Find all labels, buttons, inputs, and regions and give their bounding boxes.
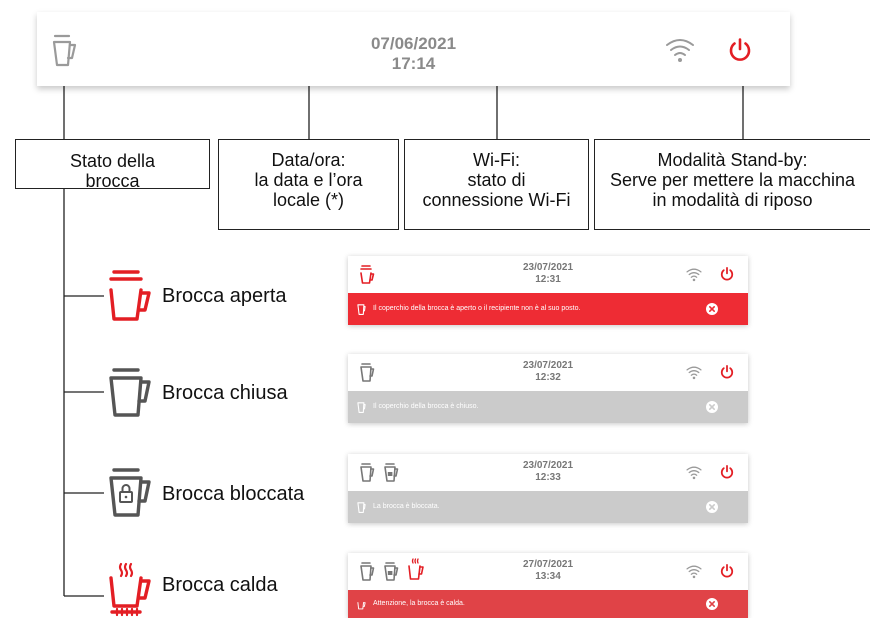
callout-title: Stato della [69,151,156,171]
jug-closed-icon [360,463,375,482]
jug-closed-icon [109,368,151,417]
callout-body-line1: la data e l’ora [254,170,363,190]
screen-time: 13:34 [535,571,561,582]
jug-hot-icon [357,602,366,610]
jug-icon [357,304,366,315]
wifi-icon[interactable] [665,36,695,62]
alert-banner: Il coperchio della brocca è chiuso. [348,391,748,423]
jug-open-icon [360,265,375,284]
row-label: Brocca aperta [162,285,287,307]
power-icon[interactable] [728,38,752,62]
row-label: Brocca bloccata [162,483,305,505]
jug-locked-icon [109,468,151,517]
screen-bar: 23/07/2021 12:31 [348,256,748,293]
alert-banner: Attenzione, la brocca è calda. [348,590,748,618]
jug-hot-icon [408,558,424,580]
jug-icon [357,402,366,413]
callout-body: brocca [85,171,140,191]
alert-message: Attenzione, la brocca è calda. [373,600,465,607]
screen-bar: 23/07/2021 12:33 [348,454,748,491]
close-icon[interactable] [706,501,718,513]
screen-time: 12:32 [535,372,561,383]
screen-hot: 27/07/2021 13:34 Attenzione, la brocca è… [348,553,748,618]
screen-time: 12:33 [535,472,561,483]
jug-closed-icon [360,562,375,581]
close-icon[interactable] [706,303,718,315]
jug-closed-icon [360,363,375,382]
wifi-icon [686,268,702,282]
jug-locked-icon [384,463,399,482]
callout-title: Wi-Fi: [473,150,520,170]
screen-date: 27/07/2021 [522,559,574,570]
time-text: 17:14 [391,54,436,73]
date-text: 07/06/2021 [370,34,457,53]
callout-wifi: Wi-Fi: stato di connessione Wi-Fi [404,139,589,230]
jug-icon[interactable] [52,33,78,67]
alert-message: Il coperchio della brocca è chiuso. [373,403,479,410]
alert-banner: La brocca è bloccata. [348,491,748,523]
jug-hot-icon [109,562,151,617]
screen-date: 23/07/2021 [522,460,574,471]
alert-message: La brocca è bloccata. [373,503,440,510]
callout-body-line2: in modalità di riposo [652,190,813,210]
screen-locked: 23/07/2021 12:33 La brocca è bloccata. [348,454,748,523]
power-icon[interactable] [720,465,734,479]
callout-datetime: Data/ora: la data e l’ora locale (*) [218,139,399,230]
screen-date: 23/07/2021 [522,360,574,371]
callout-title: Data/ora: [271,150,346,170]
jug-locked-icon [384,562,399,581]
callout-body-line1: Serve per mettere la macchina [609,170,856,190]
row-label: Brocca calda [162,574,278,596]
callout-jug-state: Stato della brocca [15,139,210,191]
power-icon[interactable] [720,564,734,578]
callout-standby: Modalità Stand-by: Serve per mettere la … [594,139,870,230]
power-icon[interactable] [720,267,734,281]
jug-locked-icon [357,502,366,513]
row-label: Brocca chiusa [162,382,288,404]
main-status-bar: 07/06/2021 17:14 [37,12,790,86]
callout-body-line2: connessione Wi-Fi [422,190,571,210]
power-icon[interactable] [720,365,734,379]
close-icon[interactable] [706,401,718,413]
screen-open: 23/07/2021 12:31 Il coperchio della broc… [348,256,748,325]
screen-time: 12:31 [535,274,561,285]
screen-closed: 23/07/2021 12:32 Il coperchio della broc… [348,354,748,423]
screen-bar: 23/07/2021 12:32 [348,354,748,391]
close-icon[interactable] [706,598,718,610]
wifi-icon [686,466,702,480]
callout-body-line1: stato di [467,170,526,190]
screen-bar: 27/07/2021 13:34 [348,553,748,590]
callout-body-line2: locale (*) [272,190,345,210]
jug-open-icon [109,270,151,321]
alert-message: Il coperchio della brocca è aperto o il … [373,305,581,312]
callout-title: Modalità Stand-by: [657,150,808,170]
wifi-icon [686,366,702,380]
alert-banner: Il coperchio della brocca è aperto o il … [348,293,748,325]
screen-date: 23/07/2021 [522,262,574,273]
wifi-icon [686,565,702,579]
